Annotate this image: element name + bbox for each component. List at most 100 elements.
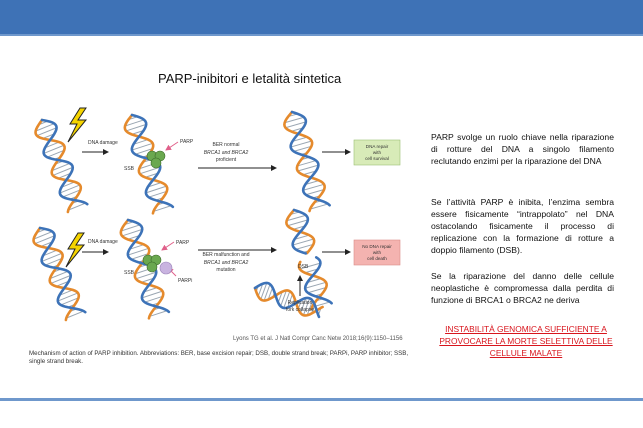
dna-strand-blue [289, 110, 331, 207]
parp-enzyme-cluster [146, 150, 166, 169]
dna-helix-ssb-top [123, 113, 175, 215]
base-pair-rung [290, 140, 312, 148]
base-pair-rung [141, 290, 163, 299]
parp-pointer-arrow [161, 241, 175, 251]
base-pair-rung [127, 247, 149, 256]
parp-label: PARP [176, 240, 190, 246]
parp-mechanism-diagram: DNA damage SSB PARP BER normal BRCA1 and… [32, 107, 401, 322]
base-pair-rung [306, 300, 313, 316]
base-pair-rung [44, 141, 60, 149]
base-pair-rung [297, 164, 319, 172]
lightning-bolt-icon [67, 107, 88, 143]
base-pair-rung [257, 283, 264, 297]
base-pair-rung [59, 289, 73, 296]
base-pair-rung [130, 253, 149, 260]
base-pair-rung [299, 262, 321, 270]
base-pair-rung [52, 166, 73, 176]
dna-strand-blue [253, 281, 321, 319]
base-pair-rung [304, 268, 319, 274]
base-pair-rung [297, 160, 317, 167]
base-pair-rung [283, 291, 291, 309]
dna-strand-blue [130, 113, 175, 209]
base-pair-rung [140, 277, 155, 283]
base-pair-rung [267, 287, 274, 300]
base-pair-rung [277, 291, 283, 303]
lightning-bolt-icon [65, 232, 86, 268]
dna-damage-label: DNA damage [88, 239, 118, 245]
base-pair-rung [293, 145, 312, 152]
base-pair-rung [33, 231, 53, 240]
ssb-label: SSB [124, 166, 135, 172]
dsb-label: DSB [298, 264, 309, 270]
parp-label: PARP [180, 139, 194, 145]
base-pair-rung [149, 310, 168, 317]
base-pair-rung [57, 292, 79, 302]
base-pair-rung [287, 293, 294, 308]
process-bottom-line1: BER malfunction and [203, 252, 250, 258]
base-pair-rung [135, 271, 157, 280]
base-pair-rung [41, 252, 63, 262]
base-pair-rung [303, 183, 325, 191]
base-pair-rung [49, 270, 69, 280]
base-pair-rung [147, 182, 162, 188]
dna-helix-repaired-top [283, 110, 331, 213]
dna-helix-dsb-bottom [285, 208, 333, 311]
base-pair-rung [58, 172, 72, 179]
paragraph-parp-trapping: Se l’attività PARP è inibita, l’enzima s… [431, 197, 614, 255]
base-pair-rung [260, 282, 268, 300]
base-pair-rung [131, 142, 153, 151]
figure-caption: Mechanism of action of PARP inhibition. … [29, 350, 409, 365]
parp-pointer-arrow [165, 141, 179, 151]
base-pair-rung [134, 148, 153, 155]
process-bottom-line2: BRCA1 and BRCA2 [204, 260, 249, 266]
base-pair-rung [280, 290, 287, 307]
base-pair-rung [305, 188, 325, 196]
base-pair-rung [286, 214, 307, 222]
dna-helix-fork-bottom [253, 281, 324, 319]
base-pair-rung [60, 297, 79, 306]
outcome-death-line1: No DNA repair [362, 244, 392, 249]
base-pair-rung [300, 297, 307, 314]
base-pair-rung [50, 274, 71, 284]
dna-strand-blue [291, 208, 310, 255]
base-pair-rung [295, 243, 314, 250]
dna-strand-blue [38, 226, 87, 314]
base-pair-rung [66, 310, 84, 319]
footer-bar [0, 398, 643, 401]
dna-strand-orange [283, 110, 326, 213]
base-pair-rung [307, 286, 327, 294]
outcome-death-box [353, 239, 401, 266]
dna-helix-damage-bottom [32, 226, 87, 322]
base-pair-rung [307, 278, 322, 283]
outcome-death-line2: with [373, 250, 382, 255]
parp-inhibitor-molecule [159, 261, 173, 275]
base-pair-rung [56, 280, 70, 287]
process-top-line2: BRCA1 and BRCA2 [204, 150, 249, 156]
base-pair-rung [43, 144, 65, 154]
base-pair-rung [309, 203, 329, 210]
base-pair-rung [285, 121, 306, 129]
base-pair-rung [129, 244, 145, 250]
base-pair-rung [120, 224, 141, 232]
base-pair-rung [153, 205, 172, 212]
outcome-survival-box [353, 139, 401, 166]
base-pair-rung [284, 116, 305, 124]
fork-collapse-line2: fork collapse [286, 307, 314, 313]
dna-helix-damage-top [34, 118, 89, 214]
genomic-instability-note: INSTABILITÀ GENOMICA SUFFICIENTE A PROVO… [439, 324, 613, 358]
base-pair-rung [148, 190, 167, 198]
base-pair-rung [292, 238, 314, 246]
base-pair-rung [62, 189, 81, 198]
dna-strand-orange [253, 286, 324, 317]
parp-enzyme-cluster [142, 254, 162, 273]
paragraph-parp-role: PARP svolge un ruolo chiave nella ripara… [431, 132, 614, 166]
paragraph-brca-loss: Se la riparazione del danno delle cellul… [431, 271, 614, 305]
base-pair-rung [51, 162, 71, 172]
base-pair-rung [46, 149, 65, 158]
dna-strand-orange [123, 113, 169, 215]
ssb-label: SSB [124, 270, 135, 276]
base-pair-rung [292, 136, 308, 142]
dna-damage-label: DNA damage [88, 140, 118, 146]
dna-strand-blue [40, 118, 89, 206]
dna-strand-orange [119, 218, 165, 320]
